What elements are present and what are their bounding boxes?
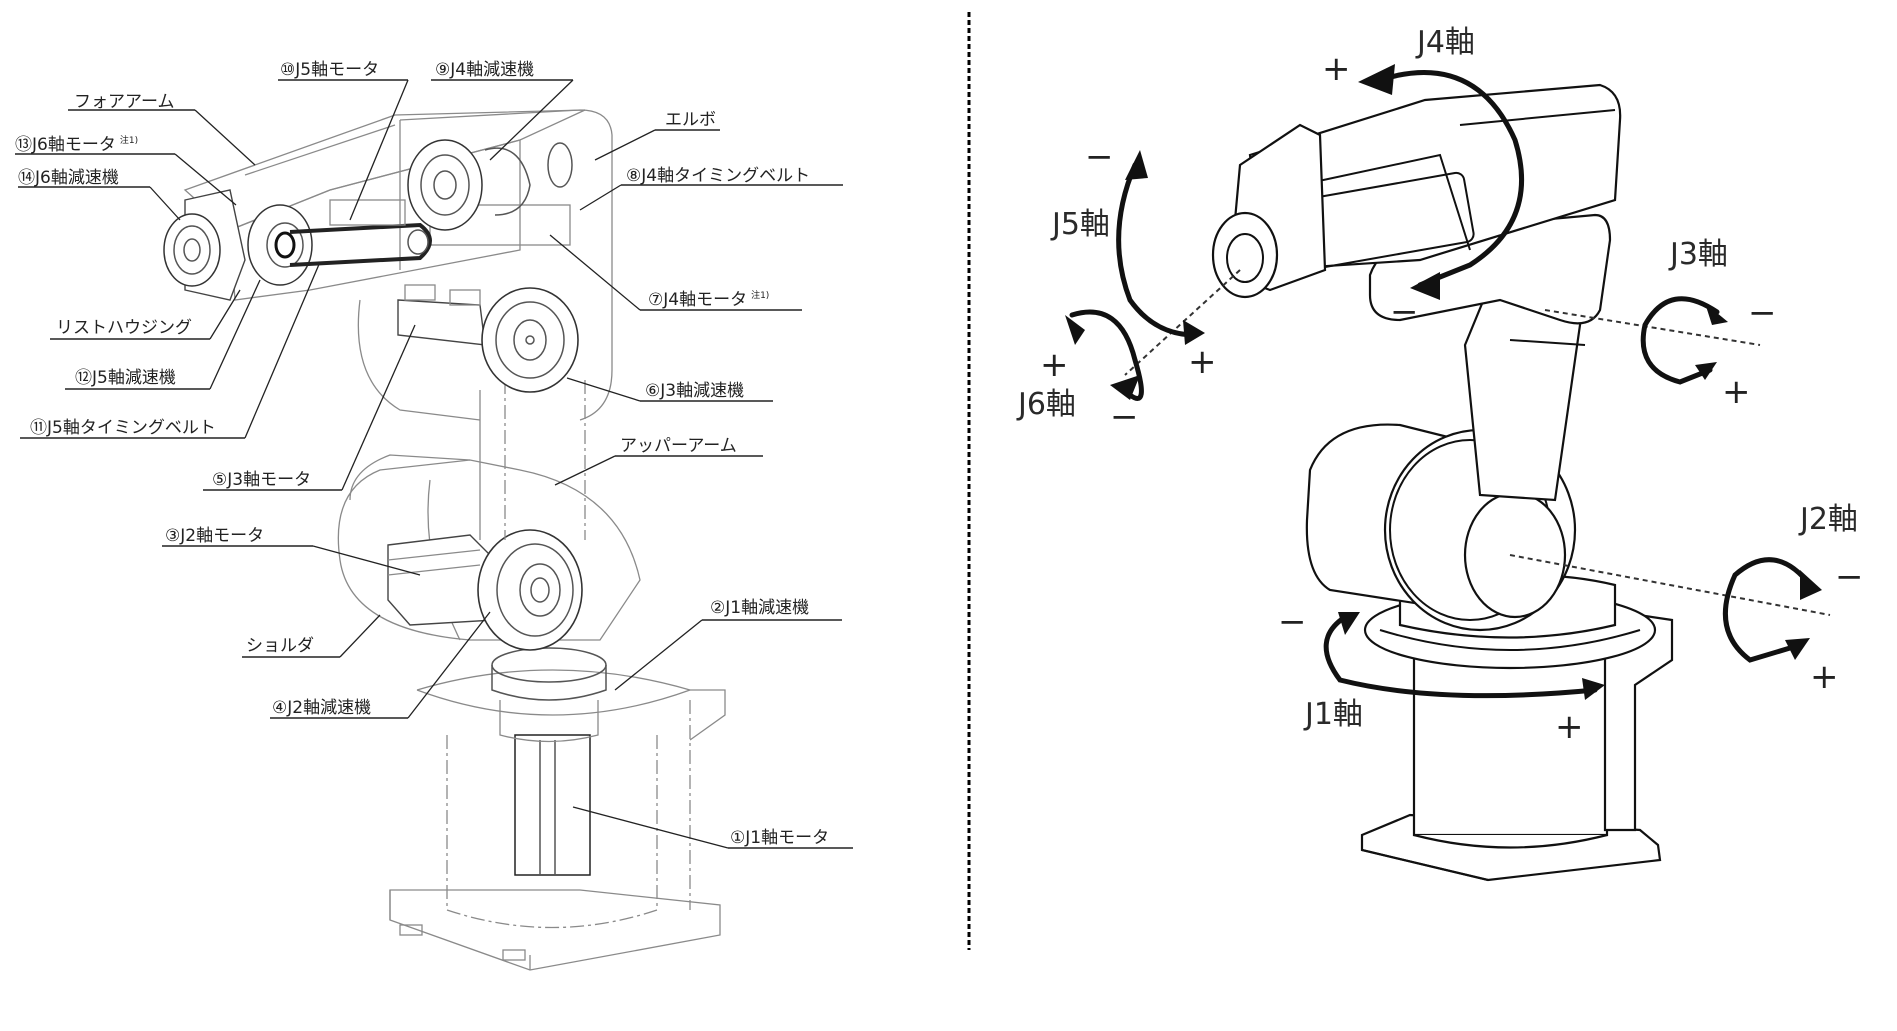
j4-plus-sign: + (1322, 49, 1351, 89)
label-j4-motor-text: ⑦J4軸モータ (648, 290, 748, 310)
label-j4-motor-note: 注1) (751, 291, 770, 302)
axis-label-j3: J3軸 (1670, 237, 1728, 272)
label-j4-timing-belt: ⑧J4軸タイミングベルト (626, 166, 811, 186)
label-j1-reducer: ②J1軸減速機 (710, 598, 810, 618)
axis-label-j5: J5軸 (1052, 207, 1110, 242)
j4-rotation-arrow (1358, 64, 1524, 300)
wrist-housing-part (163, 189, 246, 301)
j6-rotation-arrow (1065, 309, 1144, 401)
leader-lines (15, 79, 853, 849)
j2-minus-sign: − (1835, 557, 1864, 597)
label-elbow: エルボ (665, 110, 716, 130)
label-j6-reducer: ⑭J6軸減速機 (18, 168, 119, 188)
j1-reducer-part (491, 647, 607, 743)
upper-arm-part (349, 299, 586, 540)
label-wrist-housing: リストハウジング (56, 318, 192, 338)
label-j5-reducer: ⑫J5軸減速機 (75, 368, 176, 388)
j2-reducer-part (477, 529, 583, 651)
label-j4-reducer: ⑨J4軸減速機 (435, 60, 535, 80)
label-j1-motor: ①J1軸モータ (730, 828, 830, 848)
label-upper-arm: アッパーアーム (620, 436, 737, 456)
axis-label-j4: J4軸 (1417, 25, 1475, 60)
j6-minus-sign: − (1110, 397, 1139, 437)
j2-rotation-arrow (1722, 557, 1822, 663)
axis-label-j2: J2軸 (1800, 502, 1858, 537)
label-j4-motor: ⑦J4軸モータ注1) (648, 292, 769, 309)
label-j2-motor: ③J2軸モータ (165, 526, 265, 546)
j1-rotation-arrow (1323, 612, 1605, 700)
label-j2-reducer: ④J2軸減速機 (272, 698, 372, 718)
j3-plus-sign: + (1722, 372, 1751, 412)
j5-rotation-arrow (1116, 150, 1205, 345)
left-robot-drawing (15, 79, 853, 971)
axis-label-j1: J1軸 (1305, 697, 1363, 732)
base-plate (389, 889, 721, 971)
j2plus-sign: + (1810, 657, 1839, 697)
label-forearm: フォアアーム (74, 92, 175, 112)
j3-reducer-part (481, 287, 579, 393)
j5-timing-belt-part (289, 199, 432, 267)
j6-plus-sign: + (1040, 345, 1069, 385)
label-j5-timing-belt: ⑪J5軸タイミングベルト (30, 418, 216, 438)
j3-minus-sign: − (1748, 293, 1777, 333)
label-j6-motor: ⑬J6軸モータ注1) (15, 137, 138, 154)
base-column (416, 669, 726, 929)
j1-minus-sign: − (1278, 602, 1307, 642)
label-j5-motor: ⑩J5軸モータ (280, 60, 380, 80)
label-j6-motor-text: ⑬J6軸モータ (15, 135, 116, 155)
label-j3-reducer: ⑥J3軸減速機 (645, 381, 745, 401)
j5-minus-sign: − (1085, 137, 1114, 177)
label-j3-motor: ⑤J3軸モータ (212, 470, 312, 490)
label-j6-motor-note: 注1) (119, 136, 139, 147)
j1-plus-sign: + (1555, 707, 1584, 747)
right-wrist (1211, 123, 1327, 299)
j1-motor-part (514, 734, 591, 876)
label-shoulder: ショルダ (246, 636, 314, 656)
j4-minus-sign: − (1390, 292, 1419, 332)
axis-centerlines (1124, 269, 1831, 616)
j3-rotation-arrow (1640, 296, 1728, 385)
j5-plus-sign: + (1188, 342, 1217, 382)
axis-label-j6: J6軸 (1018, 387, 1076, 422)
